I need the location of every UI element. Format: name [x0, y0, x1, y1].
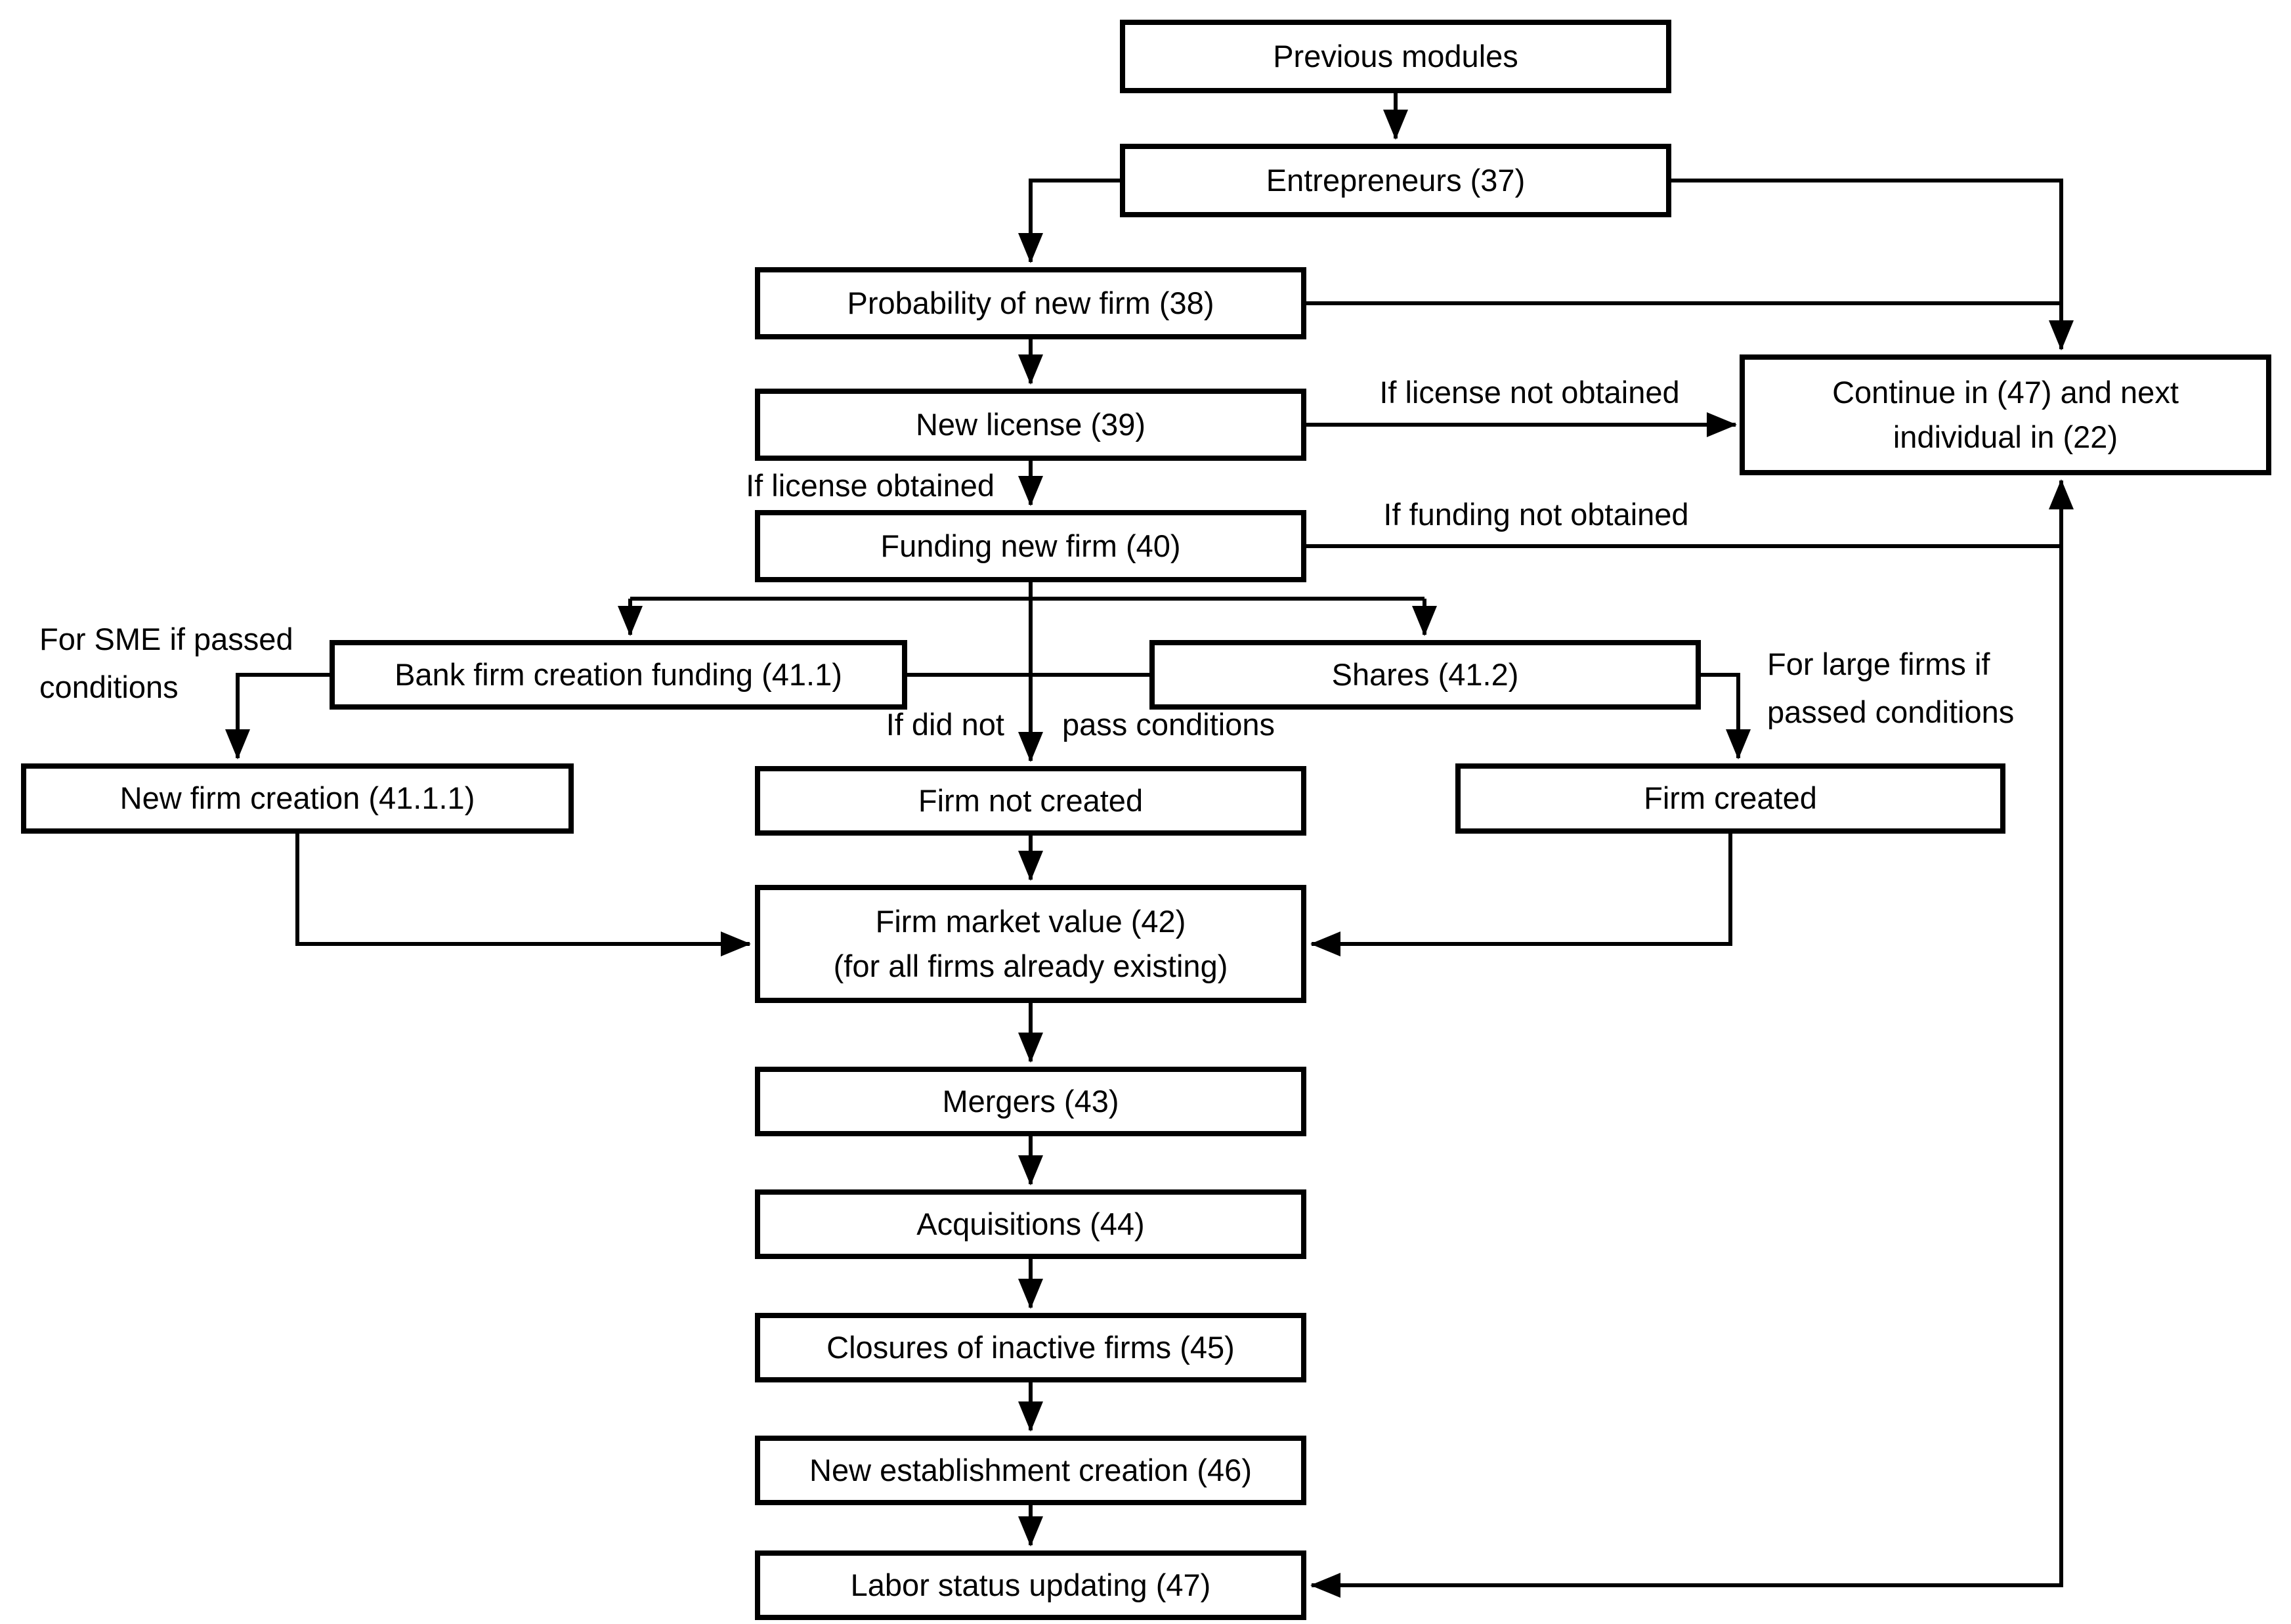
- node-market-line2: (for all firms already existing): [833, 949, 1228, 983]
- node-mergers: Mergers (43): [755, 1067, 1306, 1136]
- edge-label-for-large-line2: passed conditions: [1767, 694, 2015, 729]
- node-labor-status: Labor status updating (47): [755, 1550, 1306, 1620]
- node-new-license: New license (39): [755, 389, 1306, 461]
- edge-label-funding-not-obtained: If funding not obtained: [1383, 497, 1689, 532]
- node-firm-created: Firm created: [1455, 763, 2005, 834]
- node-firm-not-created: Firm not created: [755, 766, 1306, 836]
- node-acquisitions-label: Acquisitions (44): [916, 1206, 1145, 1241]
- node-continue-label: Continue in (47) and next individual in …: [1832, 370, 2179, 459]
- node-new-establishment: New establishment creation (46): [755, 1436, 1306, 1505]
- node-continue: Continue in (47) and next individual in …: [1740, 354, 2271, 475]
- node-firm-market-value: Firm market value (42) (for all firms al…: [755, 885, 1306, 1003]
- node-new-license-label: New license (39): [915, 406, 1146, 442]
- node-probability-label: Probability of new firm (38): [847, 285, 1214, 320]
- node-bank-label: Bank firm creation funding (41.1): [395, 656, 842, 692]
- node-new-firm-creation: New firm creation (41.1.1): [21, 763, 574, 834]
- node-establishment-label: New establishment creation (46): [809, 1452, 1252, 1487]
- node-shares-label: Shares (41.2): [1331, 656, 1519, 692]
- node-bank-funding: Bank firm creation funding (41.1): [330, 640, 907, 710]
- node-entrepreneurs: Entrepreneurs (37): [1120, 144, 1671, 217]
- arrow-shares-to-firm-created: [1701, 673, 1751, 759]
- arrow-firm-created-to-market-value: [1310, 834, 1732, 956]
- node-new-firm-label: New firm creation (41.1.1): [119, 780, 475, 816]
- node-funding-label: Funding new firm (40): [880, 528, 1181, 563]
- edge-label-for-sme-line1: For SME if passed: [39, 622, 293, 656]
- node-entrepreneurs-label: Entrepreneurs (37): [1266, 162, 1526, 198]
- node-closures: Closures of inactive firms (45): [755, 1313, 1306, 1382]
- arrow-new-firm-to-market-value: [295, 834, 751, 956]
- edge-label-license-obtained: If license obtained: [746, 468, 995, 503]
- node-probability-new-firm: Probability of new firm (38): [755, 267, 1306, 339]
- edge-label-for-large-firms: For large firms if passed conditions: [1767, 641, 2014, 737]
- edge-label-license-not-obtained: If license not obtained: [1379, 375, 1680, 410]
- edge-label-for-sme: For SME if passed conditions: [39, 616, 293, 712]
- node-mergers-label: Mergers (43): [942, 1083, 1119, 1119]
- node-market-label: Firm market value (42) (for all firms al…: [834, 899, 1228, 989]
- node-firm-created-label: Firm created: [1644, 780, 1817, 816]
- node-previous-modules: Previous modules: [1120, 20, 1671, 93]
- edge-label-pass-conditions: pass conditions: [1062, 707, 1275, 742]
- node-acquisitions: Acquisitions (44): [755, 1189, 1306, 1259]
- node-continue-line1: Continue in (47) and next: [1832, 374, 2179, 410]
- arrow-rail-to-labor: [1310, 546, 2063, 1598]
- node-closures-label: Closures of inactive firms (45): [826, 1329, 1235, 1365]
- node-firm-not-created-label: Firm not created: [918, 782, 1144, 818]
- edge-label-for-large-line1: For large firms if: [1767, 647, 1990, 681]
- node-funding-new-firm: Funding new firm (40): [755, 510, 1306, 582]
- arrow-entrepreneurs-to-probability: [1018, 179, 1120, 263]
- arrow-bank-to-new-firm: [225, 673, 330, 759]
- node-continue-line2: individual in (22): [1893, 419, 2118, 454]
- node-previous-modules-label: Previous modules: [1273, 38, 1518, 74]
- arrow-entrepreneurs-to-continue: [1671, 179, 2074, 351]
- edge-label-if-did-not: If did not: [886, 707, 1004, 742]
- edge-label-for-sme-line2: conditions: [39, 669, 179, 704]
- node-shares: Shares (41.2): [1149, 640, 1701, 710]
- node-market-line1: Firm market value (42): [875, 903, 1186, 939]
- node-labor-label: Labor status updating (47): [850, 1567, 1211, 1602]
